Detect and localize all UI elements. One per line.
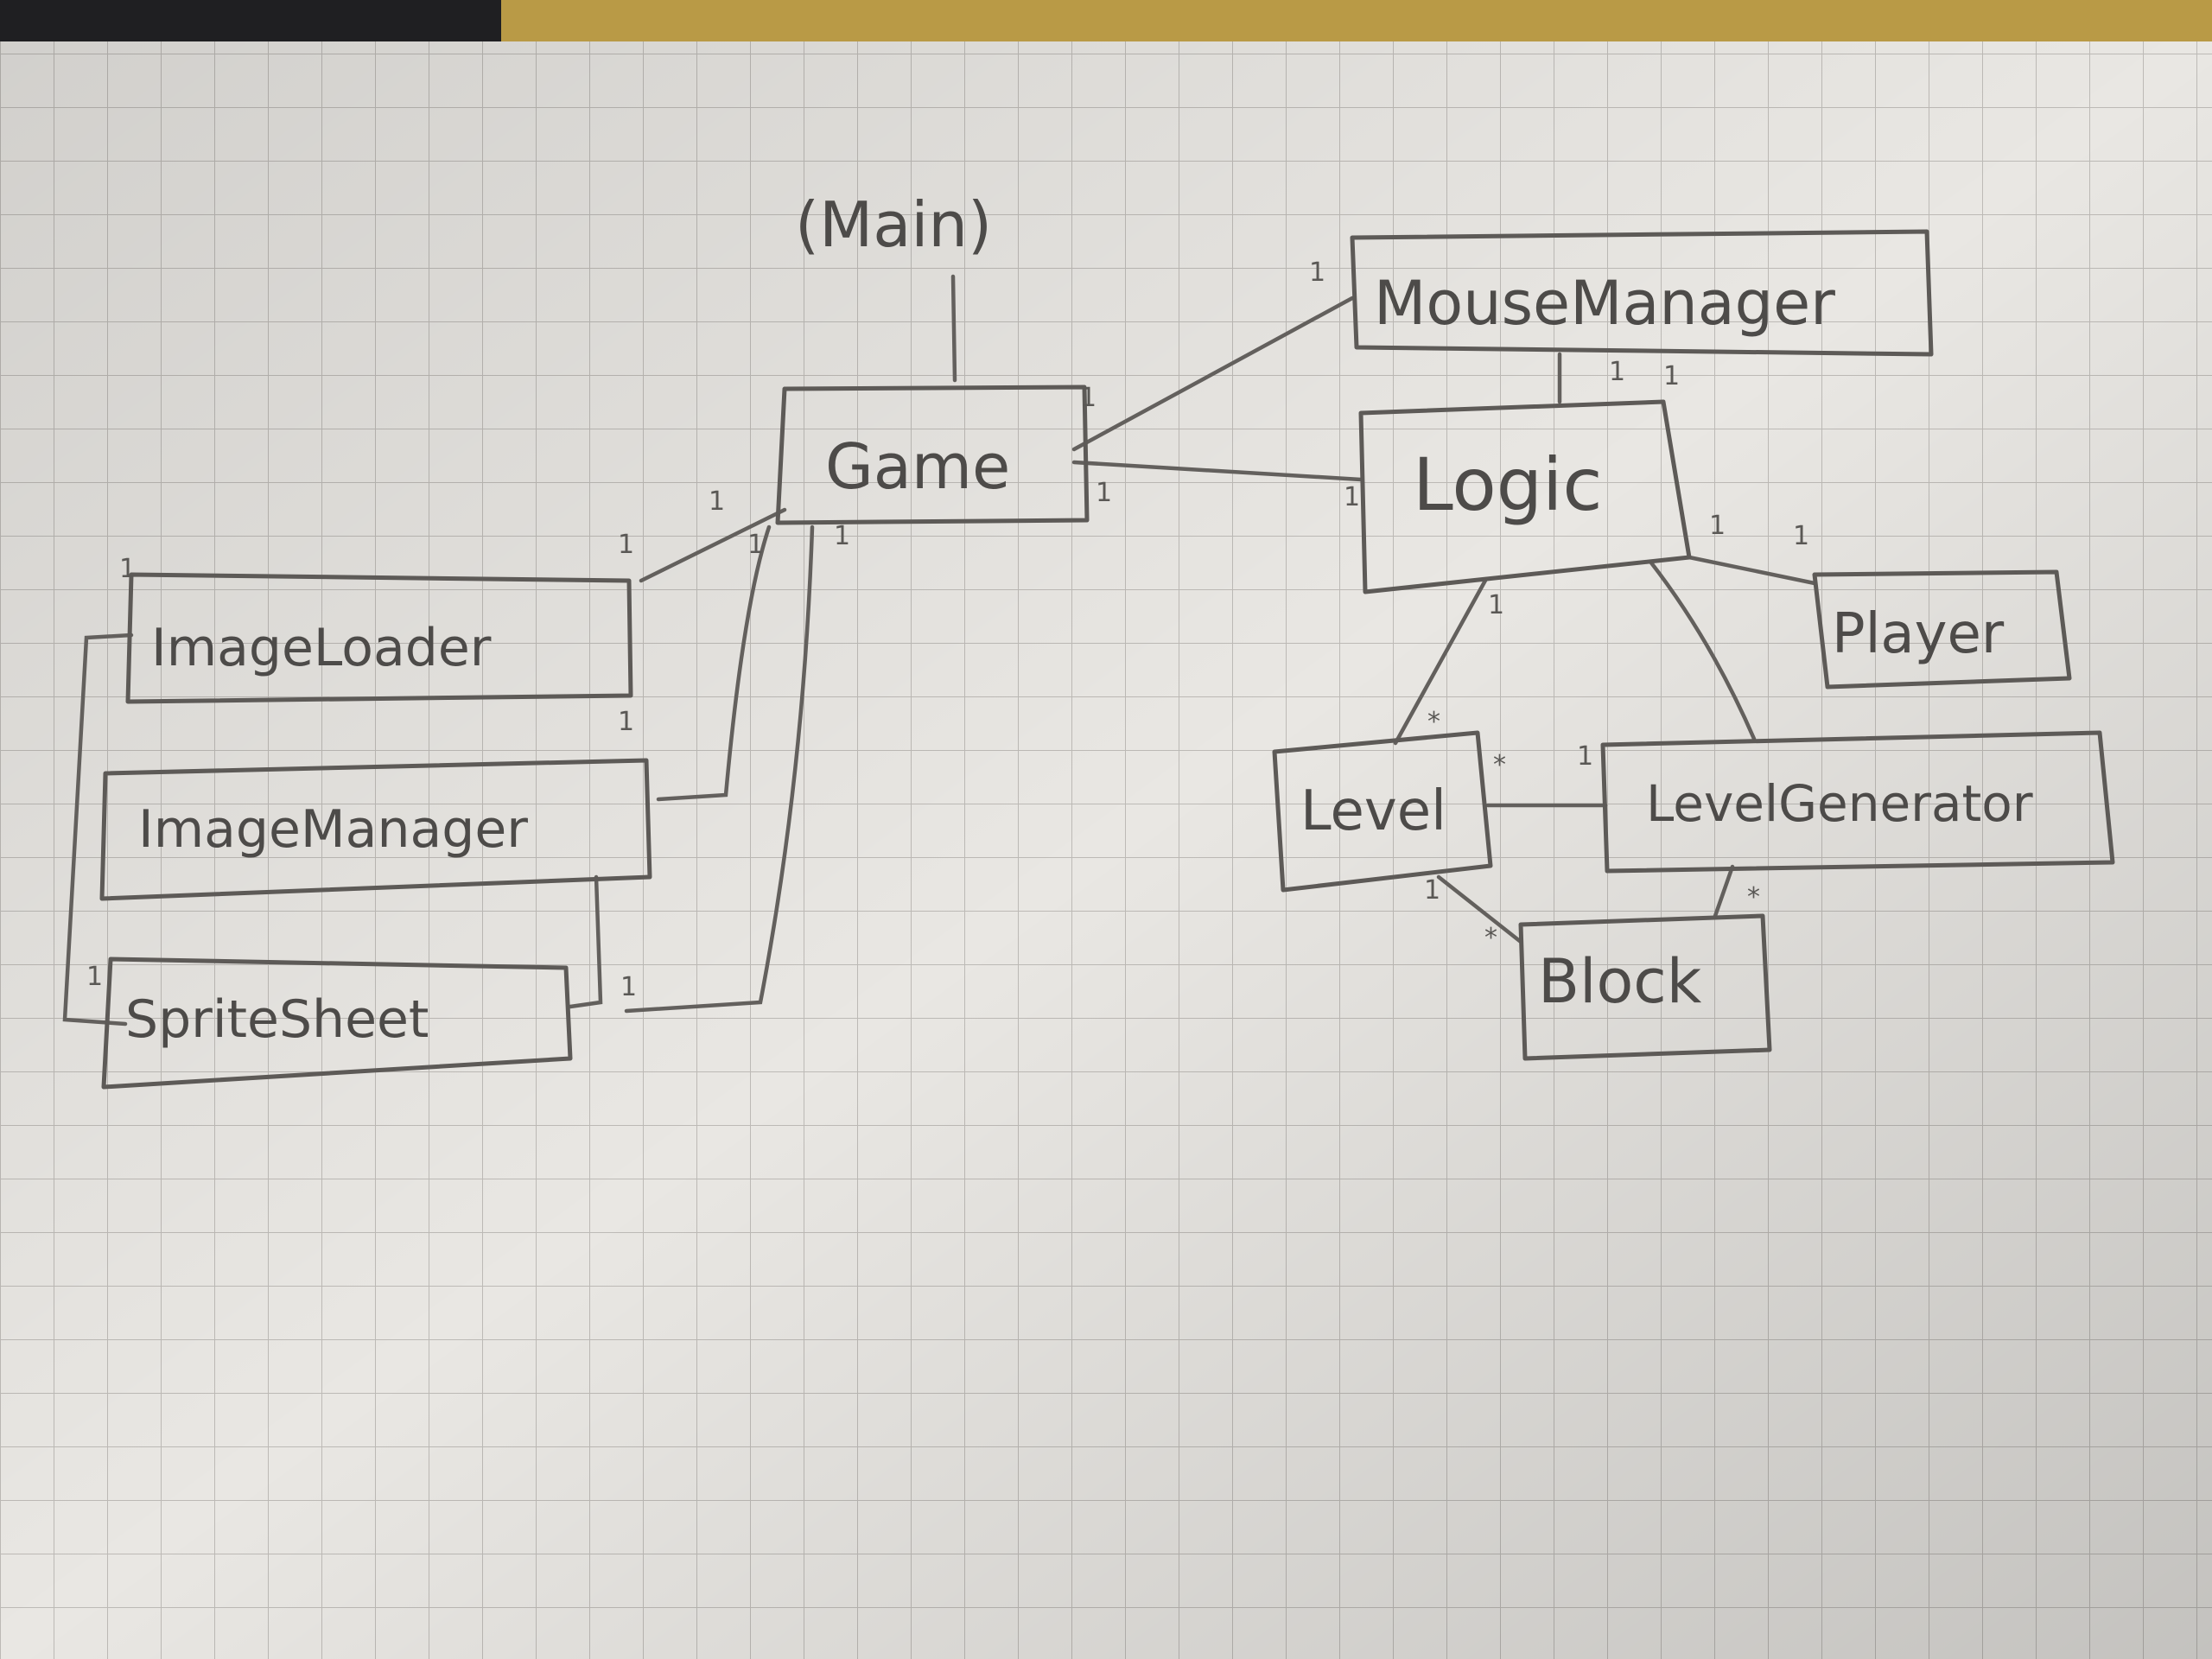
player-box [1812,569,2072,690]
mult-gen-level: 1 [1577,741,1593,772]
mult-mouse-logic-b: 1 [1663,361,1680,391]
image-manager-box [99,758,652,901]
mult-level-block-b: * [1484,923,1497,953]
mult-sheet-manager: 1 [620,972,637,1002]
logic-box [1358,399,1692,594]
level-block-link [1436,874,1523,944]
mult-gen-block: * [1747,882,1760,912]
mult-mouse-game: 1 [1309,257,1325,288]
mult-game-sheet: 1 [834,521,850,551]
game-box [775,385,1090,525]
logic-label: Logic [1413,442,1603,527]
player-label: Player [1832,602,2005,666]
mult-loader-game: 1 [618,530,634,560]
main-game-link [950,274,957,383]
mult-game-loader: 1 [709,486,725,517]
game-logic-link [1071,460,1363,482]
level-generator-box [1600,730,2115,874]
sprite-sheet-label: SpriteSheet [125,989,429,1050]
mult-level-gen: * [1493,750,1506,780]
mult-logic-player-a: 1 [1709,511,1726,541]
mult-logic-game: 1 [1344,482,1360,512]
logic-generator-link [1648,559,1757,741]
image-loader-label: ImageLoader [151,618,492,678]
main-label: (Main) [795,188,992,261]
mult-logic-player-b: 1 [1793,521,1809,551]
generator-block-link [1713,864,1735,918]
image-loader-box [125,572,633,704]
level-generator-label: LevelGenerator [1646,774,2033,833]
mult-game-mouse: 1 [1080,383,1096,413]
game-sheet-link [624,524,815,1014]
left-bracket-link [62,632,134,1027]
multiplicity-labels: 1 1 1 1 1 1 1 * 1 1 * 1 1 * * 1 1 1 1 1 … [86,257,1809,1002]
dark-object [0,0,501,48]
logic-level-link [1393,576,1489,746]
manager-sheet-link [568,874,603,1009]
mult-logic-level: 1 [1488,590,1504,620]
game-label: Game [825,430,1010,503]
logic-player-link [1687,555,1817,586]
graph-paper [0,41,2212,1659]
block-box [1518,913,1772,1061]
block-label: Block [1538,946,1702,1017]
mult-loader-left: 1 [119,554,136,584]
mouse-manager-box [1350,229,1934,357]
class-boxes [99,229,2115,1090]
mult-game-manager: 1 [747,530,764,560]
game-loader-link [639,507,787,583]
game-manager-link [656,524,772,802]
image-manager-label: ImageManager [138,799,528,860]
associations [62,274,1817,1027]
mouse-manager-label: MouseManager [1374,268,1835,339]
mult-game-logic: 1 [1096,478,1112,508]
mult-level-block-a: 1 [1424,875,1440,906]
mult-level-logic: * [1427,707,1440,737]
level-label: Level [1300,779,1446,843]
game-mouse-link [1071,296,1355,452]
mult-sheet-left: 1 [86,962,103,992]
mult-mouse-logic-a: 1 [1609,357,1625,387]
level-box [1272,730,1493,893]
mult-manager-loader: 1 [618,707,634,737]
sprite-sheet-box [101,957,573,1090]
